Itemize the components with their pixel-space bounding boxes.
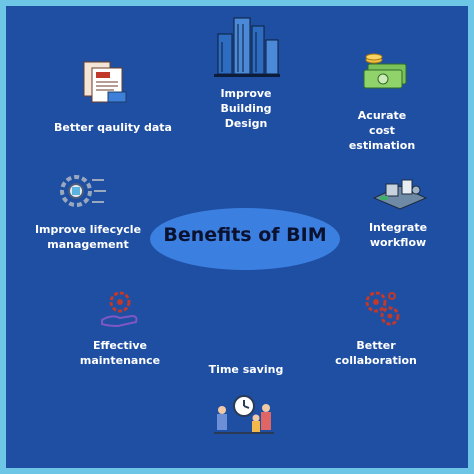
lifecycle-gear-icon: [58, 170, 108, 212]
team-clock-icon: [212, 392, 276, 436]
benefit-label-integrate-workflow: Integrate workflow: [368, 221, 428, 249]
benefit-label-cost-estimation: Acurate cost estimation: [348, 109, 416, 152]
benefit-label-collaboration: Better collaboration: [335, 339, 417, 367]
benefit-label-lifecycle: Improve lifecycle management: [34, 223, 142, 251]
buildings-icon: [212, 14, 282, 78]
factory-icon: [372, 176, 428, 210]
money-icon: [360, 52, 410, 90]
benefit-label-building-design: Improve Building Design: [220, 87, 272, 130]
documents-icon: [80, 58, 130, 104]
gears-icon: [360, 286, 404, 330]
hand-gear-icon: [98, 286, 142, 330]
benefit-label-quality-data: Better qaulity data: [54, 121, 172, 134]
benefit-label-time-saving: Time saving: [208, 363, 284, 376]
diagram-title: Benefits of BIM: [163, 224, 327, 246]
benefit-label-maintenance: Effective maintenance: [79, 339, 161, 367]
center-highlight: [150, 208, 340, 270]
